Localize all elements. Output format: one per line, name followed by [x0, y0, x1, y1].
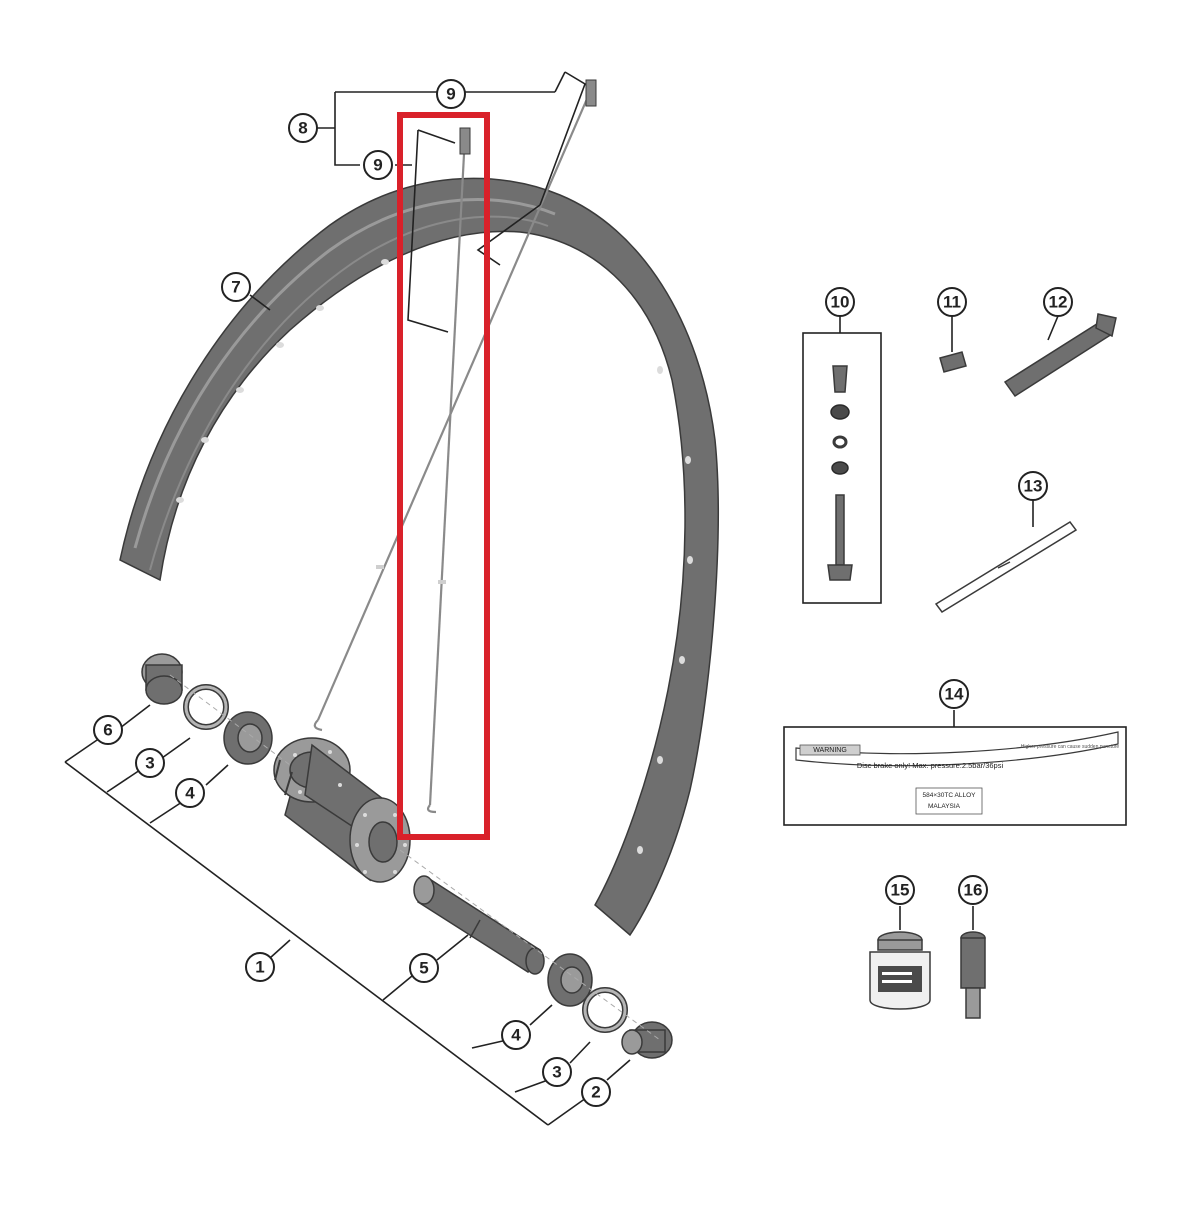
left-bearing	[223, 711, 273, 765]
highlight-frame	[397, 112, 490, 840]
hub-tool	[960, 906, 986, 1019]
decal-size-text: 584×30TC ALLOY	[923, 792, 977, 799]
callout-2: 2	[581, 1077, 611, 1107]
callout-bracket-8-9	[315, 71, 586, 333]
right-bearing	[547, 953, 593, 1007]
hub-guidelines	[169, 674, 661, 1041]
spoke-nipple	[459, 127, 471, 155]
svg-text:2: 2	[591, 1083, 600, 1102]
svg-text:4: 4	[185, 784, 195, 803]
decal-line1: Disc brake only! Max. pressure:2.5bar/36…	[857, 761, 1004, 770]
decal-warning-text: WARNING	[813, 747, 847, 754]
callout-5: 5	[409, 953, 439, 983]
svg-text:5: 5	[419, 959, 428, 978]
rim	[119, 177, 719, 937]
svg-text:7: 7	[231, 278, 240, 297]
decal-line2: Higher pressure can cause sudden punctur…	[1021, 744, 1120, 750]
svg-text:12: 12	[1049, 293, 1068, 312]
svg-text:8: 8	[298, 119, 307, 138]
callout-9-top: 9	[436, 79, 466, 109]
callout-1: 1	[245, 952, 275, 982]
callout-3-right: 3	[542, 1057, 572, 1087]
spoke-long	[316, 84, 595, 721]
nipple-part	[939, 316, 967, 373]
callout-16: 16	[958, 875, 988, 905]
svg-text:9: 9	[373, 156, 382, 175]
left-end-cap	[141, 653, 183, 705]
spoke-highlighted	[428, 134, 467, 806]
svg-text:9: 9	[446, 85, 455, 104]
rim-decal-box	[783, 726, 1127, 826]
callout-9-bottom: 9	[363, 150, 393, 180]
callout-4-left: 4	[175, 778, 205, 808]
svg-text:6: 6	[103, 721, 112, 740]
hub	[273, 737, 411, 883]
spoke-set	[313, 79, 597, 814]
callout-10: 10	[825, 287, 855, 317]
decal-origin-text: MALAYSIA	[928, 803, 961, 810]
callout-3-left: 3	[135, 748, 165, 778]
valve-kit-box	[802, 332, 882, 604]
svg-text:11: 11	[943, 293, 961, 312]
grease-jar	[869, 906, 931, 1010]
svg-text:13: 13	[1024, 477, 1043, 496]
spoke-wrench	[1003, 313, 1117, 398]
callout-8: 8	[288, 113, 318, 143]
svg-text:1: 1	[255, 958, 264, 977]
rim-decal: WARNING Disc brake only! Max. pressure:2…	[783, 710, 1127, 826]
callout-11: 11	[937, 287, 967, 317]
spoke-nipple	[585, 79, 597, 107]
axle	[413, 875, 545, 975]
left-seal-ring	[183, 684, 229, 730]
valve-kit	[802, 316, 882, 604]
callout-4-right: 4	[501, 1020, 531, 1050]
callout-13: 13	[1018, 471, 1048, 501]
right-end-cap	[621, 1021, 673, 1059]
right-seal-ring	[582, 987, 628, 1033]
callout-14: 14	[939, 679, 969, 709]
rim-tape	[934, 500, 1078, 613]
callout-15: 15	[885, 875, 915, 905]
svg-text:14: 14	[945, 685, 964, 704]
callout-markers: 9 8 9 7 6 3 4 1	[93, 79, 1073, 1107]
callout-7: 7	[221, 272, 271, 311]
svg-text:3: 3	[552, 1063, 561, 1082]
callout-6: 6	[93, 715, 123, 745]
svg-text:15: 15	[891, 881, 910, 900]
hub-callout-bracket	[64, 704, 631, 1126]
svg-text:4: 4	[511, 1026, 521, 1045]
svg-text:16: 16	[964, 881, 983, 900]
callout-12: 12	[1043, 287, 1073, 317]
svg-text:3: 3	[145, 754, 154, 773]
svg-text:10: 10	[831, 293, 850, 312]
